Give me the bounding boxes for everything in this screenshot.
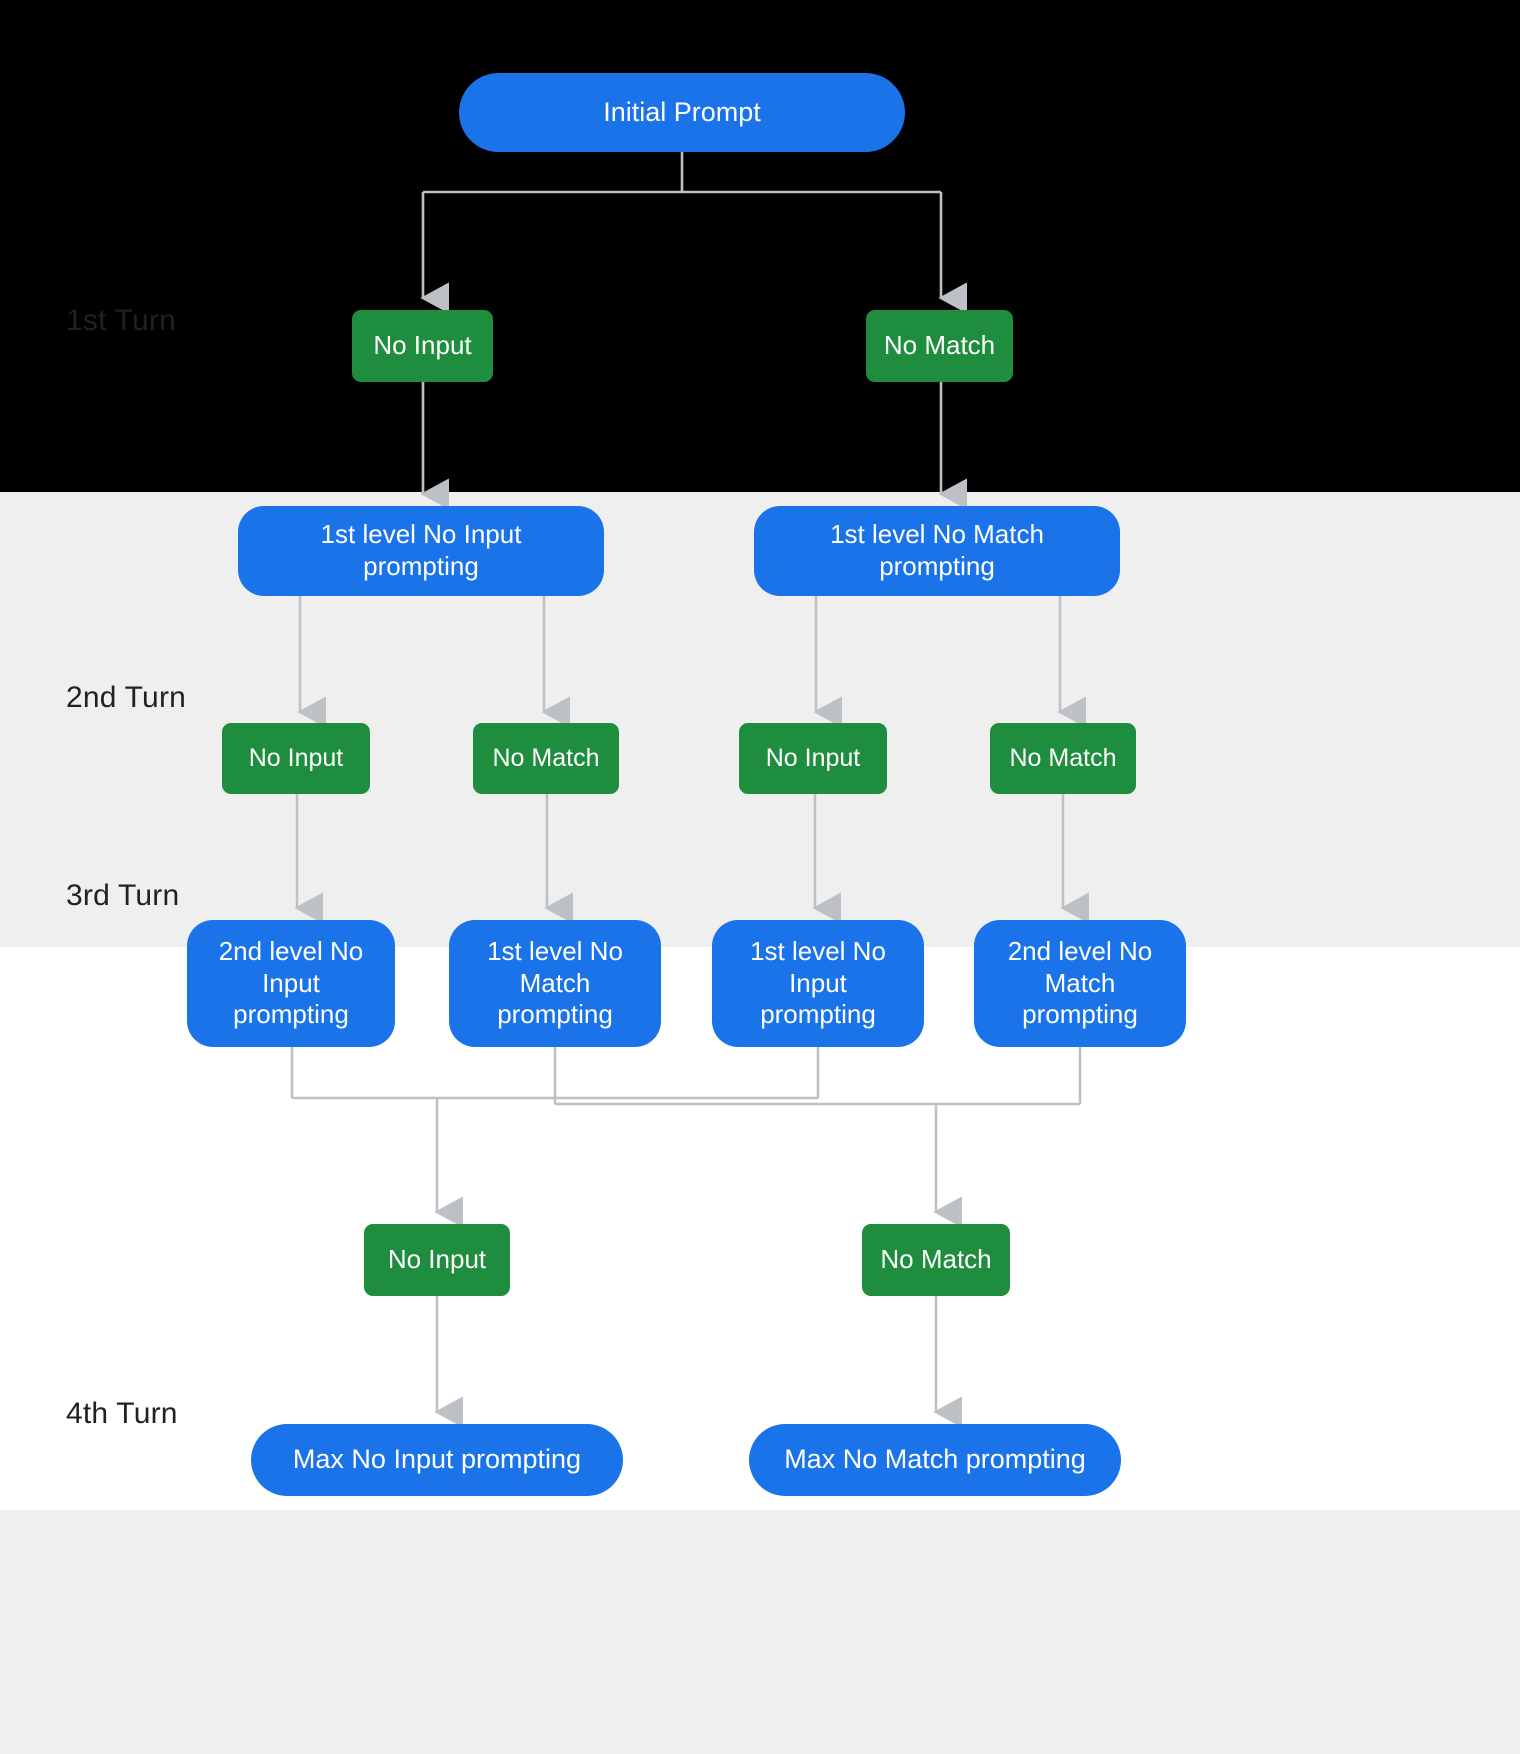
node-turn1-no-match[interactable]: No Match (866, 310, 1013, 382)
node-initial-prompt[interactable]: Initial Prompt (459, 73, 905, 152)
node-turn2-level1-no-input-prompting[interactable]: 1st level No Input prompting (238, 506, 604, 596)
node-turn3-level1-no-match-prompting[interactable]: 1st level No Match prompting (449, 920, 661, 1047)
node-turn2-no-match-right[interactable]: No Match (990, 723, 1136, 794)
node-turn4-max-no-input-prompting[interactable]: Max No Input prompting (251, 1424, 623, 1496)
turn-band-4 (0, 1510, 1520, 1754)
turn-label-1: 1st Turn (66, 304, 176, 337)
node-turn3-level1-no-input-prompting[interactable]: 1st level No Input prompting (712, 920, 924, 1047)
node-turn3-no-input[interactable]: No Input (364, 1224, 510, 1296)
node-turn2-level1-no-match-prompting[interactable]: 1st level No Match prompting (754, 506, 1120, 596)
turn-label-4: 4th Turn (66, 1397, 178, 1430)
node-turn2-no-input-right[interactable]: No Input (739, 723, 887, 794)
node-turn3-level2-no-input-prompting[interactable]: 2nd level No Input prompting (187, 920, 395, 1047)
node-turn3-level2-no-match-prompting[interactable]: 2nd level No Match prompting (974, 920, 1186, 1047)
turn-label-2: 2nd Turn (66, 681, 187, 714)
node-turn2-no-match-left[interactable]: No Match (473, 723, 619, 794)
node-turn1-no-input[interactable]: No Input (352, 310, 493, 382)
node-turn3-no-match[interactable]: No Match (862, 1224, 1010, 1296)
turn-label-3: 3rd Turn (66, 879, 180, 912)
node-turn2-no-input-left[interactable]: No Input (222, 723, 370, 794)
node-turn4-max-no-match-prompting[interactable]: Max No Match prompting (749, 1424, 1121, 1496)
